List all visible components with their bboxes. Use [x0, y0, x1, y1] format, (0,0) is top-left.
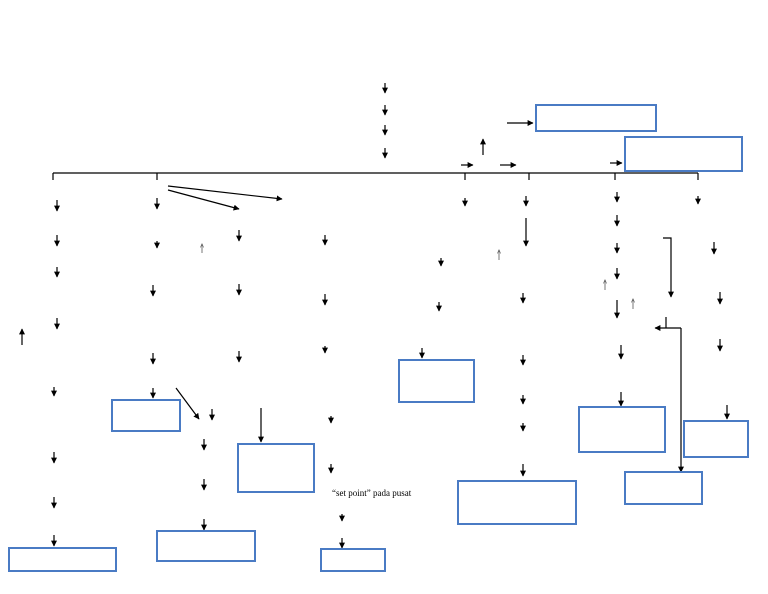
box-column-2-mid: [111, 399, 181, 432]
diagram-boxes: [8, 104, 749, 572]
box-column-6-low: [457, 480, 577, 525]
column-5-arrows: [419, 198, 468, 359]
column-1-arrows: [19, 200, 60, 547]
column-2-arrows: [150, 185, 283, 420]
box-top-right-2: [624, 136, 743, 172]
box-bottom-left: [8, 547, 117, 572]
box-bottom-column-4: [320, 548, 386, 572]
box-column-7-mid: [578, 406, 666, 453]
column-4-arrows: [322, 235, 345, 549]
box-column-5-mid: [398, 359, 475, 403]
box-column-8-low: [624, 471, 703, 505]
column-7-arrows: [605, 192, 633, 407]
column-3-arrows: [201, 230, 264, 531]
box-bottom-column-3: [156, 530, 256, 562]
column-8-arrows: [654, 196, 730, 473]
main-bus: [52, 172, 699, 180]
top-right-connectors: [461, 120, 623, 168]
box-right-mid: [683, 420, 749, 458]
box-column-3-mid: [237, 443, 315, 493]
column-6-arrows: [499, 196, 529, 477]
set-point-label: “set point” pada pusat: [332, 488, 412, 498]
box-top-right-1: [535, 104, 657, 132]
